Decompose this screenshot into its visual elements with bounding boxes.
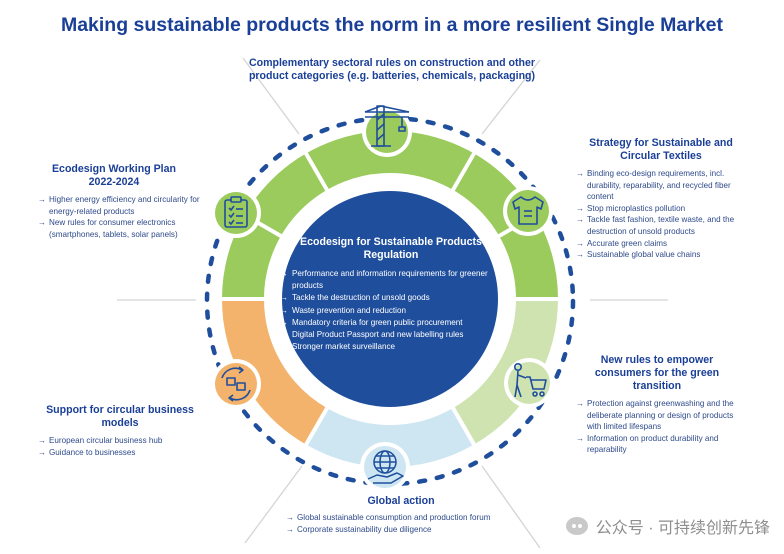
list-item: Mandatory criteria for green public proc… (280, 317, 502, 329)
top-block: Complementary sectoral rules on construc… (244, 57, 540, 83)
list-item: Tackle fast fashion, textile waste, and … (576, 214, 746, 237)
list-item: Stop microplastics pollution (576, 203, 746, 215)
separator-line (481, 59, 541, 135)
bottom-left-block: Support for circular business models Eur… (38, 404, 208, 458)
list-item: Information on product durability and re… (576, 433, 738, 456)
list-item: European circular business hub (38, 435, 208, 447)
sector-divider (449, 149, 478, 195)
globe-hand-icon (367, 450, 404, 484)
separator-line (244, 465, 303, 544)
list-item: Tackle the destruction of unsold goods (280, 292, 502, 304)
top-left-block: Ecodesign Working Plan 2022-2024 Higher … (38, 163, 200, 240)
list-item: Global sustainable consumption and produ… (286, 512, 516, 524)
list-item: Guidance to businesses (38, 447, 208, 459)
top-left-title: Ecodesign Working Plan 2022-2024 (51, 163, 176, 188)
orange-sector (217, 297, 331, 449)
tshirt-icon (512, 196, 544, 225)
crane-icon (364, 105, 410, 147)
separator-line (242, 57, 300, 135)
list-item: Accurate green claims (576, 238, 746, 250)
list-item: Digital Product Passport and new labelli… (280, 329, 502, 341)
top-title: Complementary sectoral rules on construc… (248, 57, 536, 82)
shopping-cart-icon (514, 362, 547, 398)
handshake-badge-fill (215, 363, 257, 405)
bottom-right-list: Protection against greenwashing and the … (576, 398, 738, 456)
list-item: Waste prevention and reduction (280, 305, 502, 317)
list-item: Protection against greenwashing and the … (576, 398, 738, 433)
bottom-list: Global sustainable consumption and produ… (286, 512, 516, 535)
list-item: Performance and information requirements… (280, 268, 502, 292)
center-regulation: Ecodesign for Sustainable Products Regul… (280, 236, 502, 354)
bottom-left-title: Support for circular business models (46, 404, 194, 429)
list-item: New rules for consumer electronics (smar… (38, 217, 200, 240)
top-left-list: Higher energy efficiency and circularity… (38, 194, 200, 240)
bottom-block: Global action Global sustainable consump… (286, 495, 516, 535)
bottom-title: Global action (367, 495, 435, 507)
bottom-right-block: New rules to empower consumers for the g… (576, 354, 738, 456)
page-title: Making sustainable products the norm in … (60, 14, 724, 36)
watermark: 公众号 · 可持续创新先锋 (565, 514, 770, 538)
sector-divider (302, 149, 331, 195)
separator-line (481, 465, 541, 549)
list-item: Sustainable global value chains (576, 249, 746, 261)
list-item: Higher energy efficiency and circularity… (38, 194, 200, 217)
list-item: Binding eco-design requirements, incl. d… (576, 168, 746, 203)
globe-badge-fill (364, 446, 406, 488)
checklist-icon (224, 196, 248, 228)
top-right-title: Strategy for Sustainable and Circular Te… (589, 137, 733, 162)
center-title: Ecodesign for Sustainable Products Regul… (300, 236, 482, 261)
list-item: Corporate sustainability due diligence (286, 524, 516, 536)
bottom-right-title: New rules to empower consumers for the g… (594, 354, 720, 392)
center-list: Performance and information requirements… (280, 268, 502, 354)
handshake-cycle-icon (221, 366, 251, 402)
top-right-list: Binding eco-design requirements, incl. d… (576, 168, 746, 261)
list-item: Stronger market surveillance (280, 341, 502, 353)
green-sector (217, 127, 563, 301)
wechat-icon (565, 517, 588, 535)
bottom-left-list: European circular business hub Guidance … (38, 435, 208, 458)
watermark-text: 公众号 · 可持续创新先锋 (595, 520, 770, 537)
top-right-block: Strategy for Sustainable and Circular Te… (576, 137, 746, 261)
